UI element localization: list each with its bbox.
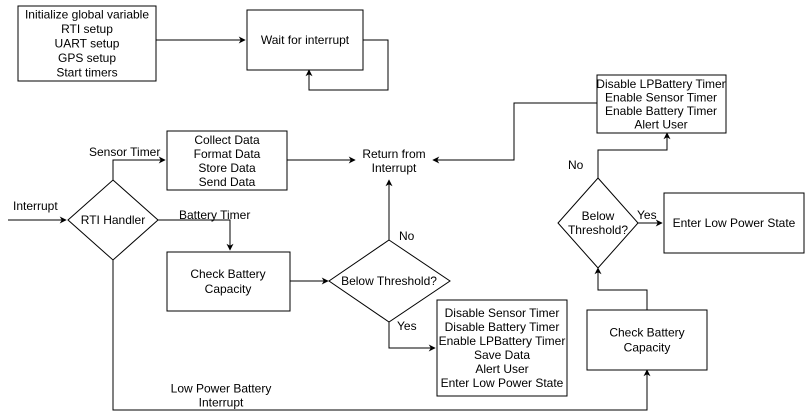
- edge-below1-yes-to-disable1: [388, 322, 436, 352]
- text-line: RTI Handler: [81, 213, 145, 227]
- node-lowpower-text: Enter Low Power State: [673, 216, 796, 230]
- node-wait-text: Wait for interrupt: [261, 33, 350, 47]
- edge-wait-loop: [305, 39, 389, 91]
- text-line: Alert User: [634, 117, 687, 131]
- label-yes-below2: Yes: [637, 208, 657, 222]
- label-no-below2: No: [568, 158, 584, 172]
- text-line: GPS setup: [58, 51, 116, 65]
- label-sensor-timer: Sensor Timer: [89, 145, 160, 159]
- node-below1-text: Below Threshold?: [341, 274, 437, 288]
- text-line: Interrupt: [199, 396, 244, 410]
- text-line: Disable Sensor Timer: [445, 306, 560, 320]
- node-lowpower: Enter Low Power State: [663, 192, 805, 254]
- node-wait: Wait for interrupt: [246, 9, 364, 71]
- text-line: RTI setup: [61, 22, 113, 36]
- edge-disablelp-to-return: [432, 102, 598, 164]
- text-line: Format Data: [194, 147, 261, 161]
- text-line: Enter Low Power State: [673, 216, 796, 230]
- text-line: Check Battery: [190, 267, 265, 281]
- text-line: Threshold?: [568, 223, 628, 237]
- label-no-below1: No: [399, 229, 415, 243]
- text-line: Check Battery: [609, 326, 684, 340]
- edge-check2-to-below2: [594, 267, 648, 310]
- text-line: Start timers: [56, 66, 117, 80]
- text-line: Capacity: [205, 282, 252, 296]
- text-line: Interrupt: [372, 161, 417, 175]
- text-line: Save Data: [474, 348, 530, 362]
- text-line: Wait for interrupt: [261, 33, 350, 47]
- text-line: Return from: [362, 147, 425, 161]
- label-interrupt: Interrupt: [13, 199, 58, 213]
- text-line: Enter Low Power State: [441, 376, 564, 390]
- text-line: Send Data: [199, 175, 256, 189]
- edge-rti-to-collect: [112, 156, 166, 180]
- node-rti-text: RTI Handler: [81, 213, 145, 227]
- text-line: Initialize global variable: [25, 8, 149, 22]
- text-line: Low Power Battery: [171, 382, 272, 396]
- text-line: Disable LPBattery Timer: [596, 77, 725, 91]
- label-battery-timer: Battery Timer: [179, 208, 250, 222]
- text-line: Enable Battery Timer: [605, 104, 717, 118]
- text-line: Enable Sensor Timer: [605, 90, 717, 104]
- edges: [8, 36, 671, 411]
- edge-rti-lp-to-check2: [112, 260, 651, 411]
- node-below1: Below Threshold?: [328, 239, 451, 323]
- text-line: Capacity: [624, 341, 671, 355]
- text-line: Enable LPBattery Timer: [439, 334, 566, 348]
- text-line: UART setup: [55, 37, 120, 51]
- text-line: Below: [582, 209, 615, 223]
- text-line: Collect Data: [194, 133, 260, 147]
- edge-below2-no-to-disablelp: [597, 132, 671, 178]
- label-yes-below1: Yes: [397, 319, 417, 333]
- text-line: Alert User: [475, 362, 528, 376]
- text-line: Store Data: [198, 161, 256, 175]
- text-line: Below Threshold?: [341, 274, 437, 288]
- edge-rti-to-check1: [158, 219, 234, 251]
- text-line: Disable Battery Timer: [445, 320, 560, 334]
- edge-labels: Sensor Timer Battery Timer Interrupt No …: [13, 145, 657, 410]
- node-rti: RTI Handler: [67, 179, 159, 261]
